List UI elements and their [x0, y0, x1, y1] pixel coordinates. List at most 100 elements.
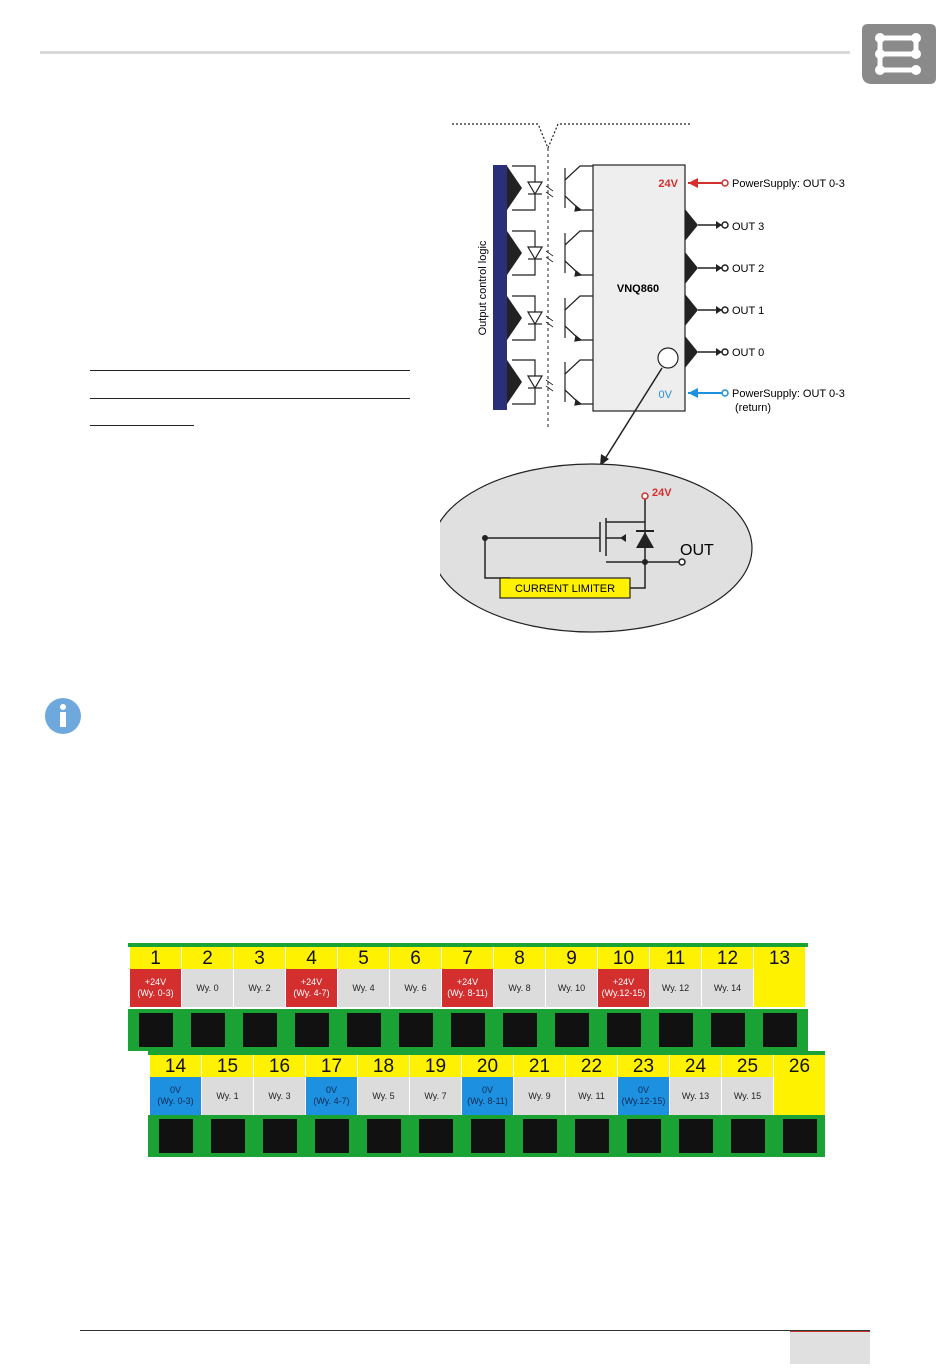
terminal-signal-group: (Wy. 8-11): [467, 1096, 508, 1106]
terminal-label: [774, 1077, 826, 1115]
logo-icon: [858, 18, 938, 86]
terminal-screw: [783, 1119, 817, 1153]
terminal-signal: +24V: [300, 977, 323, 987]
terminal-label: +24V(Wy. 0-3): [130, 969, 182, 1007]
terminal-signal: +24V: [456, 977, 479, 987]
terminal-label: Wy. 0: [182, 969, 234, 1007]
strip-edge: [128, 943, 808, 947]
terminal-screw: [347, 1013, 381, 1047]
terminal-signal: Wy. 15: [733, 1090, 762, 1101]
terminal-number: 14: [150, 1055, 202, 1077]
terminal-number: 19: [410, 1055, 462, 1077]
terminal-number: 16: [254, 1055, 306, 1077]
pin-label: PowerSupply: OUT 0-3: [732, 178, 845, 190]
terminal-label: Wy. 9: [514, 1077, 566, 1115]
terminal-screw: [523, 1119, 557, 1153]
terminal-signal: Wy. 2: [248, 982, 271, 993]
output-pin: [685, 209, 729, 241]
terminal-label: Wy. 7: [410, 1077, 462, 1115]
optocoupler-channels: [507, 165, 593, 406]
pin-label: OUT 0: [732, 347, 764, 359]
output-pin: [685, 294, 729, 326]
info-icon: [44, 697, 82, 735]
terminal-number: 7: [442, 947, 494, 969]
terminal-signal: Wy. 8: [508, 982, 531, 993]
terminal-label: Wy. 5: [358, 1077, 410, 1115]
terminal-number: 12: [702, 947, 754, 969]
terminal-number: 21: [514, 1055, 566, 1077]
terminal-screw: [315, 1119, 349, 1153]
terminal-number: 2: [182, 947, 234, 969]
terminal-screw: [575, 1119, 609, 1153]
terminal-number: 10: [598, 947, 650, 969]
supply-24v-label: 24V: [658, 178, 678, 190]
terminal-label: Wy. 1: [202, 1077, 254, 1115]
terminal-label: Wy. 11: [566, 1077, 618, 1115]
terminal-number: 20: [462, 1055, 514, 1077]
terminal-label: Wy. 14: [702, 969, 754, 1007]
pin-label: OUT 2: [732, 263, 764, 275]
terminal-signal: 0V: [325, 1085, 337, 1095]
strip-edge: [148, 1051, 825, 1055]
terminal-signal-group: (Wy. 4-7): [293, 988, 330, 998]
terminal-number: 17: [306, 1055, 358, 1077]
terminal-screw: [139, 1013, 173, 1047]
optocoupler-channel: [507, 295, 593, 342]
terminal-signal-group: (Wy.12-15): [601, 988, 646, 998]
terminal-number: 5: [338, 947, 390, 969]
terminal-number: 11: [650, 947, 702, 969]
terminal-number: 13: [754, 947, 806, 969]
terminal-number: 23: [618, 1055, 670, 1077]
terminal-screw: [211, 1119, 245, 1153]
footer-rule: [80, 1330, 870, 1331]
terminal-screw: [399, 1013, 433, 1047]
terminal-signal: Wy. 0: [196, 982, 219, 993]
terminal-signal: Wy. 12: [661, 982, 690, 993]
terminal-signal: Wy. 9: [528, 1090, 551, 1101]
terminal-number: 9: [546, 947, 598, 969]
terminal-label: Wy. 2: [234, 969, 286, 1007]
terminal-label: Wy. 13: [670, 1077, 722, 1115]
terminal-signal-group: (Wy.12-15): [621, 1096, 666, 1106]
terminal-signal: Wy. 13: [681, 1090, 710, 1101]
terminal-label: +24V(Wy. 4-7): [286, 969, 338, 1007]
terminal-signal: Wy. 6: [404, 982, 427, 993]
terminal-signal: Wy. 5: [372, 1090, 395, 1101]
pin-label: PowerSupply: OUT 0-3: [732, 388, 845, 400]
terminal-screw: [627, 1119, 661, 1153]
detail-out-label: OUT: [680, 542, 714, 559]
terminal-signal-group: (Wy. 8-11): [447, 988, 488, 998]
terminal-number: 24: [670, 1055, 722, 1077]
terminal-number: 3: [234, 947, 286, 969]
terminal-label: Wy. 10: [546, 969, 598, 1007]
terminal-label: Wy. 6: [390, 969, 442, 1007]
blank-line: [90, 425, 194, 426]
terminal-signal: Wy. 7: [424, 1090, 447, 1101]
terminal-signal: Wy. 14: [713, 982, 742, 993]
logic-label: Output control logic: [477, 240, 489, 335]
terminal-screw: [471, 1119, 505, 1153]
terminal-signal: Wy. 3: [268, 1090, 291, 1101]
output-pin: [685, 336, 729, 368]
terminal-screw: [191, 1013, 225, 1047]
output-schematic: VNQ860 24V 0V Output control logic Power…: [440, 123, 845, 633]
terminal-label: Wy. 4: [338, 969, 390, 1007]
blank-line: [90, 398, 410, 399]
terminal-signal-group: (Wy. 0-3): [137, 988, 174, 998]
terminal-screw: [555, 1013, 589, 1047]
terminal-label: 0V(Wy. 8-11): [462, 1077, 514, 1115]
current-limiter-label: CURRENT LIMITER: [515, 583, 615, 595]
terminal-label: 0V(Wy.12-15): [618, 1077, 670, 1115]
page-number-tab: [790, 1331, 870, 1364]
terminal-number: 26: [774, 1055, 826, 1077]
terminal-number: 15: [202, 1055, 254, 1077]
terminal-label: Wy. 15: [722, 1077, 774, 1115]
pin-sublabel: (return): [735, 402, 771, 414]
terminal-signal: Wy. 4: [352, 982, 375, 993]
terminal-screw: [503, 1013, 537, 1047]
terminal-signal: 0V: [637, 1085, 649, 1095]
terminal-screw: [711, 1013, 745, 1047]
terminal-label: Wy. 3: [254, 1077, 306, 1115]
terminal-number: 8: [494, 947, 546, 969]
terminal-screw: [243, 1013, 277, 1047]
